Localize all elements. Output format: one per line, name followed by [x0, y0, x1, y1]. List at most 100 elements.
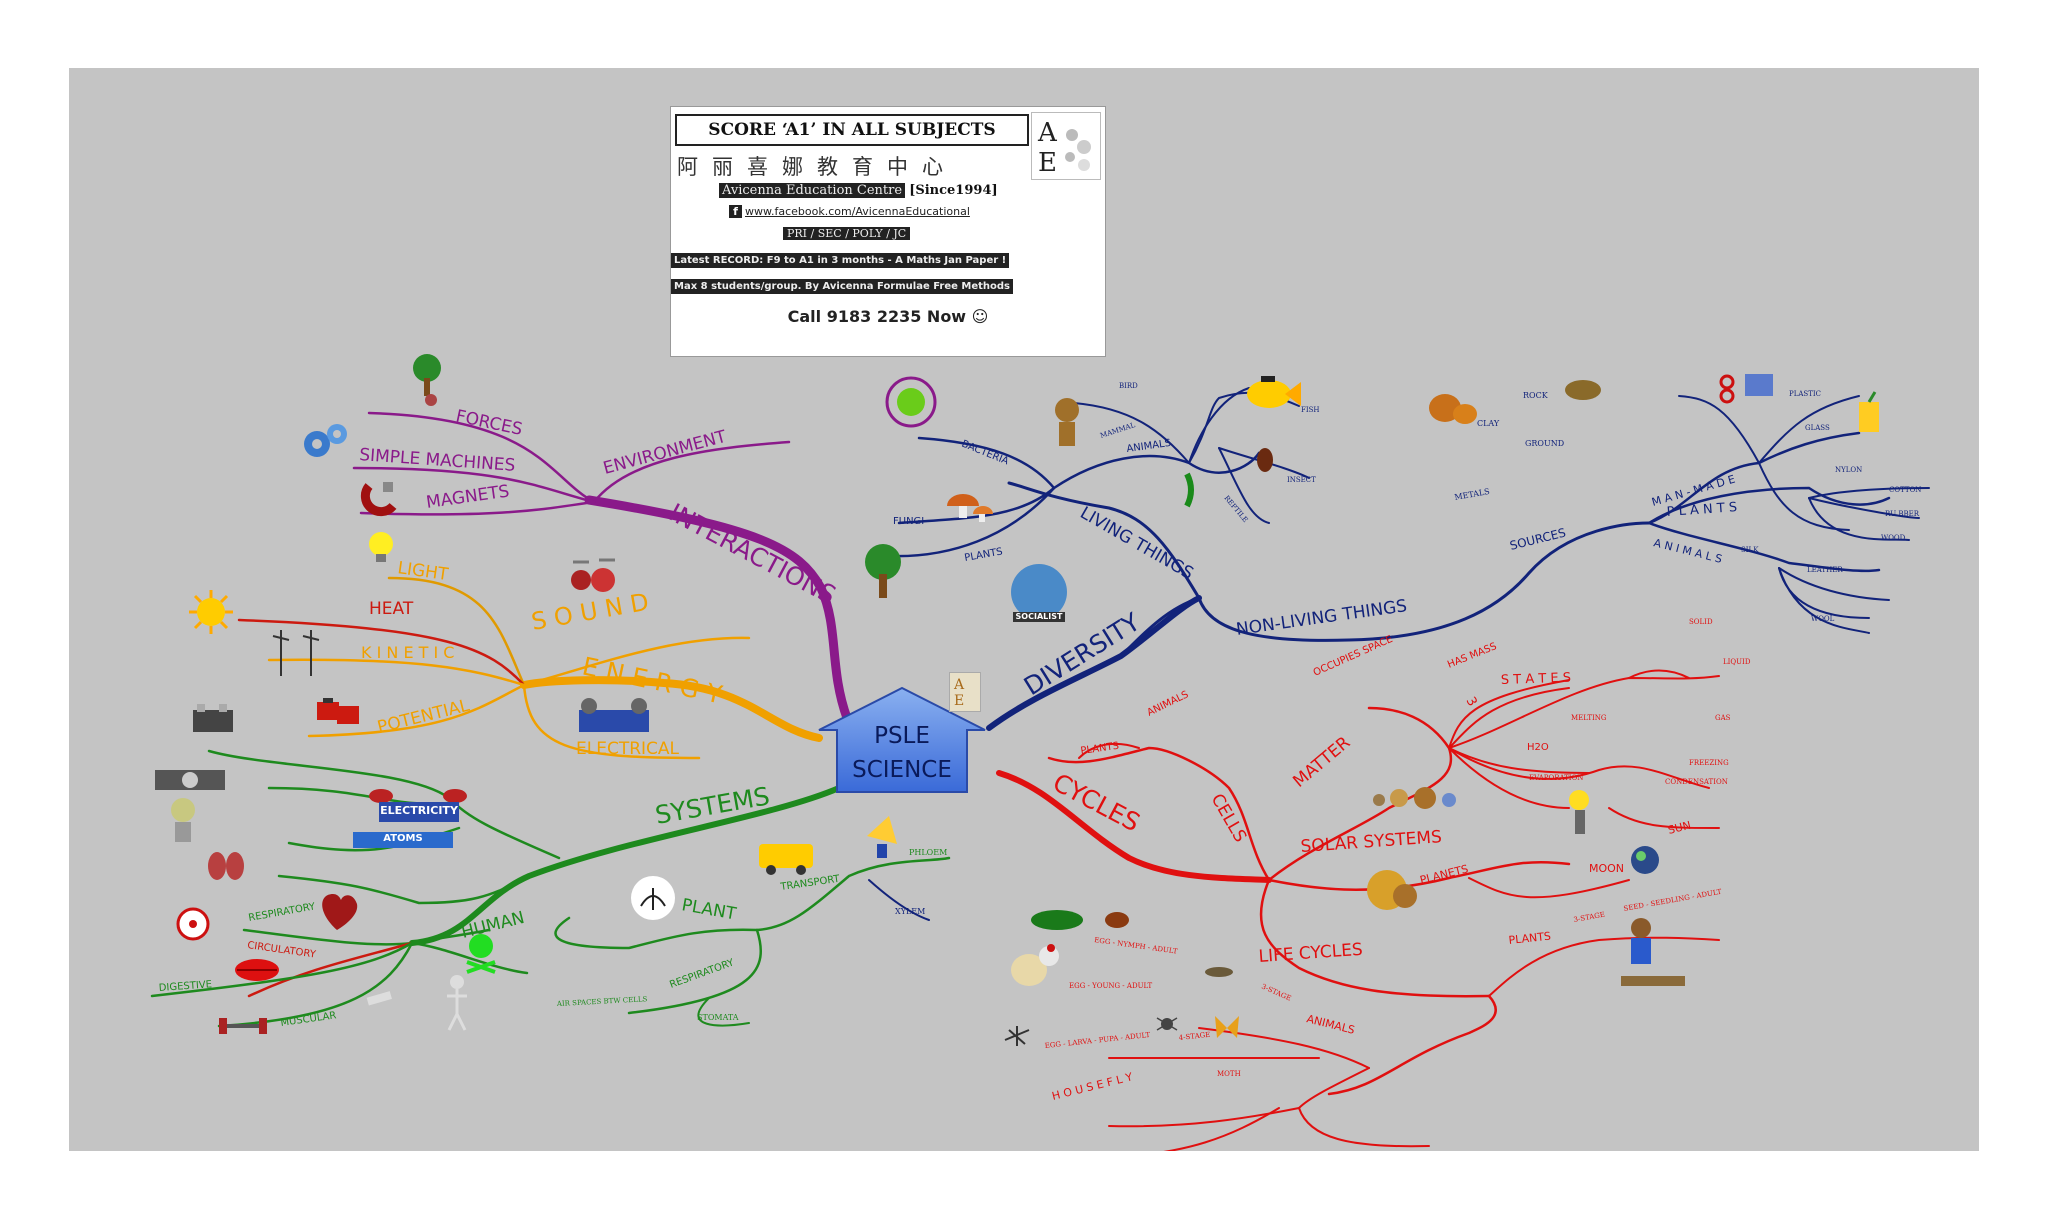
- mosquito-icon: [1004, 1026, 1030, 1046]
- facebook-icon: f: [729, 205, 742, 218]
- caterpillar-icon: [1205, 967, 1233, 977]
- heat-label: HEAT: [369, 599, 414, 619]
- glass-drink-icon: [1859, 391, 1879, 432]
- sun-label: SUN: [1667, 819, 1693, 837]
- branch-diversity: [887, 387, 1930, 731]
- plants-source-label: P L A N T S: [1666, 500, 1737, 520]
- living-things-label: LIVING THINGS: [1077, 503, 1197, 584]
- evaporation-label: EVAPORATION: [1529, 774, 1583, 782]
- badge-letter-e: E: [954, 693, 964, 709]
- insect-icon: [1257, 448, 1273, 472]
- scissors-icon: [1719, 374, 1773, 404]
- housefly-label: H O U S E F L Y: [1051, 1070, 1135, 1103]
- battery-icon: [317, 698, 359, 724]
- logo-letter-e: E: [1038, 148, 1057, 178]
- bird-label: BIRD: [1119, 382, 1138, 390]
- planets-solar-label: PLANETS: [1419, 862, 1470, 887]
- fish-icon: [1247, 376, 1301, 408]
- score-banner: SCORE ‘A1’ IN ALL SUBJECTS: [675, 114, 1029, 146]
- nylon-label: NYLON: [1835, 466, 1862, 474]
- circulatory-label: CIRCULATORY: [247, 940, 318, 961]
- gas-label: GAS: [1715, 714, 1731, 722]
- atoms-sign-icon: [353, 832, 453, 848]
- switch-icon: [155, 770, 225, 790]
- interactions-label: INTERACTIONS: [664, 498, 841, 610]
- fish-label: FISH: [1301, 406, 1320, 414]
- plastic-label: PLASTIC: [1789, 390, 1821, 398]
- branch-interactions: [352, 411, 852, 723]
- ae-logo: A E: [1031, 112, 1101, 180]
- tree-icon: [413, 354, 441, 406]
- cheese-icon: [867, 816, 897, 858]
- three-label: 3: [1463, 695, 1480, 710]
- centre-name-text: Avicenna Education Centre: [719, 183, 906, 198]
- chinese-name: 阿丽喜娜教育中心: [677, 155, 957, 179]
- leather-label: LEATHER: [1807, 566, 1843, 574]
- animals-living-label: ANIMALS: [1126, 438, 1172, 455]
- cells-animals-label: ANIMALS: [1145, 689, 1190, 718]
- bone-icon: [366, 991, 392, 1006]
- states-label: S T A T E S: [1501, 671, 1572, 688]
- dumbbell-icon: [219, 1018, 267, 1034]
- liquid-label: LIQUID: [1723, 658, 1751, 666]
- seed-cycle-label: SEED - SEEDLING - ADULT: [1623, 888, 1723, 913]
- solar-systems-label: SOLAR SYSTEMS: [1300, 827, 1442, 857]
- human-label: HUMAN: [459, 908, 526, 943]
- respiratory-label: RESPIRATORY: [248, 901, 317, 924]
- magnet-icon: [360, 482, 397, 517]
- fungi-label: FUNGI: [893, 516, 924, 527]
- lungs-icon: [208, 852, 244, 880]
- cotton-label: COTTON: [1889, 486, 1921, 494]
- chickens-icon: [1011, 944, 1059, 986]
- electrical-label: ELECTRICAL: [576, 739, 680, 759]
- windmill-icon: [272, 630, 320, 676]
- metals-label: METALS: [1454, 487, 1491, 502]
- plant-tree-icon: [865, 544, 901, 598]
- ground-label: GROUND: [1525, 439, 1564, 448]
- animal-three-stage-label: 3-STAGE: [1260, 983, 1292, 1003]
- center-title-line1: PSLE: [874, 723, 930, 749]
- wool-label: WOOL: [1811, 615, 1835, 623]
- plant-three-stage-label: 3-STAGE: [1573, 911, 1606, 924]
- drum-kit-icon: [571, 558, 615, 592]
- branch-energy: [237, 576, 823, 760]
- egg-young-label: EGG - YOUNG - ADULT: [1069, 982, 1153, 990]
- moon-earth-icon: [1631, 846, 1659, 874]
- digestive-label: DIGESTIVE: [158, 979, 212, 994]
- call-text: Call 9183 2235 Now ☺: [787, 307, 989, 326]
- center-ae-badge: A E: [949, 672, 981, 712]
- electricity-sign-icon: [369, 789, 467, 822]
- glass-label: GLASS: [1805, 424, 1830, 432]
- planets-group-icon: [1367, 870, 1417, 910]
- mind-map: INTERACTIONS ENVIRONMENT FORCES SIMPLE M…: [150, 354, 1930, 1151]
- electricity-icon-text: ELECTRICITY: [380, 804, 458, 817]
- kinetic-label: K I N E T I C: [361, 643, 454, 662]
- moth-label: MOTH: [1217, 1070, 1241, 1078]
- sound-label: S O U N D: [529, 588, 651, 636]
- mammal-label: MAMMAL: [1099, 421, 1136, 440]
- centre-name: Avicenna Education Centre [Since1994]: [719, 183, 998, 198]
- freezing-label: FREEZING: [1689, 759, 1729, 767]
- robot-icon: [171, 798, 195, 842]
- electricity-icon: [579, 698, 649, 732]
- light-bulb-icon: [369, 532, 393, 562]
- planets-icon: [1373, 787, 1456, 809]
- branch-cycles: [996, 669, 1720, 1151]
- rubber-label: RU BBER: [1885, 510, 1920, 518]
- facebook-url: www.facebook.com/AvicennaEducational: [745, 205, 970, 218]
- sun-icon: [189, 590, 233, 634]
- h2o-label: H2O: [1527, 742, 1549, 753]
- max-students-bar: Max 8 students/group. By Avicenna Formul…: [671, 279, 1014, 294]
- solid-label: SOLID: [1689, 618, 1713, 626]
- lips-icon: [235, 959, 279, 981]
- moon-label: MOON: [1589, 862, 1624, 875]
- condensation-label: CONDENSATION: [1665, 778, 1728, 786]
- gears-icon: [304, 424, 347, 457]
- matter-label: MATTER: [1289, 733, 1354, 792]
- since-text: [Since1994]: [909, 183, 998, 198]
- socialist-icon-text: SOCIALIST: [1015, 612, 1063, 621]
- bus-icon: [759, 844, 813, 875]
- stomata-label: STOMATA: [697, 1013, 739, 1022]
- record-bar: Latest RECORD: F9 to A1 in 3 months - A …: [671, 253, 1010, 268]
